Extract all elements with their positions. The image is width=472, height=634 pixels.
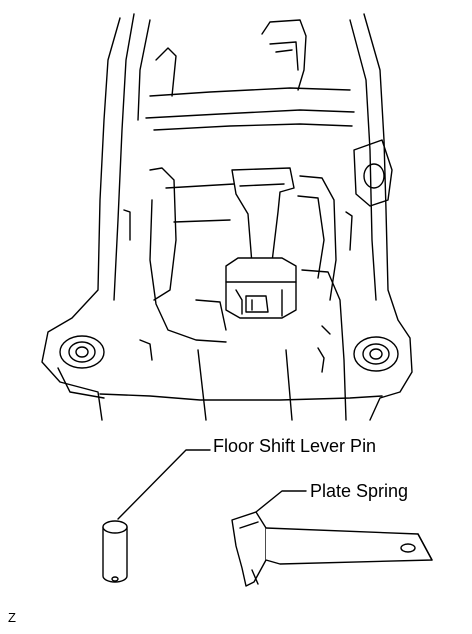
pin-leader-line — [117, 449, 211, 520]
shift-lever — [225, 167, 297, 319]
figure-code: Z — [8, 610, 16, 625]
label-floor-shift-lever-pin: Floor Shift Lever Pin — [213, 436, 377, 456]
shift-lever-housing — [41, 13, 413, 421]
plate-spring — [231, 511, 433, 587]
spring-leader-line — [255, 490, 307, 513]
label-plate-spring: Plate Spring — [310, 481, 409, 501]
floor-shift-lever-pin — [102, 520, 128, 583]
